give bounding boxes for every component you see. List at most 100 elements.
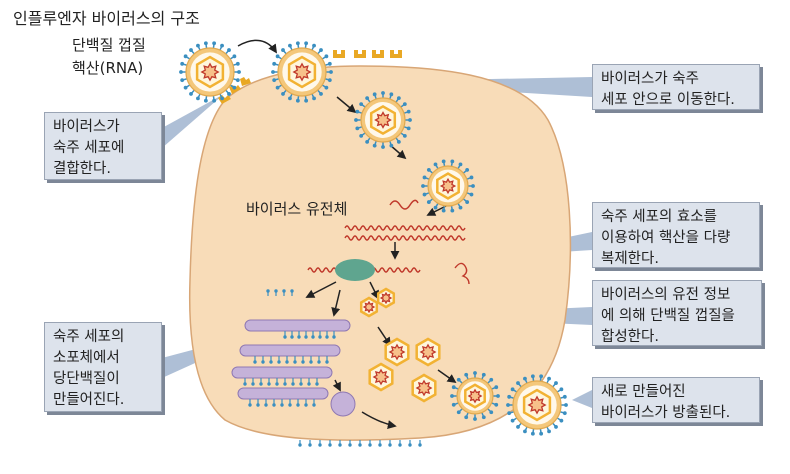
glycoprotein-head xyxy=(318,443,322,447)
spike-head xyxy=(396,96,401,101)
spike-head xyxy=(189,92,193,96)
spike-head xyxy=(365,96,370,101)
spike-head xyxy=(564,403,568,407)
glycoprotein-head xyxy=(315,382,319,386)
spike-head xyxy=(406,126,411,131)
glycoprotein-head xyxy=(266,289,270,293)
glycoprotein-head xyxy=(298,443,302,447)
spike-head xyxy=(456,377,461,382)
glycoprotein-head xyxy=(288,403,292,407)
spike-head xyxy=(471,184,475,188)
callout-glycoprotein: 숙주 세포의 소포체에서 당단백질이 만들어진다. xyxy=(44,322,162,412)
glycoprotein-head xyxy=(290,335,294,339)
spike-head xyxy=(554,381,558,385)
spike-head xyxy=(562,411,567,416)
spike-head xyxy=(203,98,208,103)
spike-head xyxy=(516,381,520,385)
spike-head xyxy=(450,208,455,213)
glycoprotein-head xyxy=(253,360,257,364)
glycoprotein-head xyxy=(408,443,412,447)
spike-head xyxy=(562,394,567,399)
spike-head xyxy=(389,92,394,97)
spike-head xyxy=(227,92,231,96)
glycoprotein-head xyxy=(275,382,279,386)
spike-head xyxy=(426,200,431,204)
glycoprotein-head xyxy=(251,382,255,386)
spike-head xyxy=(433,205,438,210)
endoplasmic-reticulum xyxy=(231,319,356,417)
spike-head xyxy=(372,143,377,148)
spike-head xyxy=(288,96,292,101)
spike-head xyxy=(421,184,425,188)
spike-head xyxy=(516,425,520,429)
spike-head xyxy=(547,429,551,434)
spike-head xyxy=(232,85,237,90)
spike-head xyxy=(281,92,285,96)
glycoprotein-head xyxy=(290,289,294,293)
glycoprotein-head xyxy=(317,360,321,364)
spike-head xyxy=(355,109,360,114)
spike-head xyxy=(275,54,280,59)
spike-head xyxy=(547,376,551,381)
callout-replicate: 숙주 세포의 효소를 이용하여 핵산을 다량 복제한다. xyxy=(592,202,760,268)
rna-core xyxy=(419,343,437,361)
glycoprotein-head xyxy=(358,443,362,447)
glycoprotein-head xyxy=(311,335,315,339)
spike-head xyxy=(237,70,241,74)
spike-head xyxy=(507,394,512,399)
spike-head xyxy=(196,43,200,48)
spike-head xyxy=(458,205,463,210)
glycoprotein-head xyxy=(283,335,287,339)
glycoprotein-head xyxy=(418,443,422,447)
spike-head xyxy=(372,92,377,97)
spike-head xyxy=(523,376,527,381)
spike-head xyxy=(523,429,527,434)
spike-head xyxy=(402,102,407,107)
genome-strand xyxy=(389,199,419,210)
spike-head xyxy=(458,162,463,167)
glycoprotein-head xyxy=(338,443,342,447)
rna-core xyxy=(527,395,547,415)
pointer-release xyxy=(572,390,592,408)
spike-head xyxy=(324,85,329,90)
spike-head xyxy=(212,98,217,103)
spike-head xyxy=(473,371,477,375)
rna-core xyxy=(200,62,220,82)
spike-head xyxy=(183,54,188,59)
spike-head xyxy=(327,78,332,83)
spike-head xyxy=(359,102,364,107)
pointer-bind xyxy=(162,94,224,148)
spike-head xyxy=(441,159,446,164)
spike-head xyxy=(489,410,494,415)
glycoprotein-head xyxy=(261,360,265,364)
glycoprotein-head xyxy=(325,360,329,364)
glycoprotein-head xyxy=(277,360,281,364)
legend-rna-label: 핵산(RNA) xyxy=(72,59,144,77)
glycoprotein-head xyxy=(348,443,352,447)
rna-core xyxy=(379,291,393,305)
glycoprotein-head xyxy=(312,403,316,407)
glycoprotein-head xyxy=(304,335,308,339)
spike-head xyxy=(406,109,411,114)
spike-head xyxy=(510,387,515,392)
spike-head xyxy=(408,118,412,122)
spike-head xyxy=(319,92,323,96)
spike-head xyxy=(465,168,470,172)
spike-head xyxy=(422,175,427,180)
callout-bind: 바이러스가 숙주 세포에 결합한다. xyxy=(44,112,162,180)
spike-head xyxy=(180,78,185,83)
spike-head xyxy=(295,98,300,103)
glycoprotein-head xyxy=(388,443,392,447)
spike-head xyxy=(539,431,544,436)
rna-core xyxy=(374,111,392,129)
callout-release: 새로 만들어진 바이러스가 방출된다. xyxy=(592,377,760,423)
rna-core xyxy=(292,62,312,82)
spike-head xyxy=(473,417,477,421)
glycoprotein-head xyxy=(301,360,305,364)
glycoprotein-head xyxy=(280,403,284,407)
glycoprotein-head xyxy=(248,403,252,407)
callout-synthesize: 바이러스의 유전 정보 에 의해 단백질 껍질을 합성한다. xyxy=(592,280,762,346)
rna-core xyxy=(439,177,457,195)
glycoprotein-head xyxy=(283,382,287,386)
